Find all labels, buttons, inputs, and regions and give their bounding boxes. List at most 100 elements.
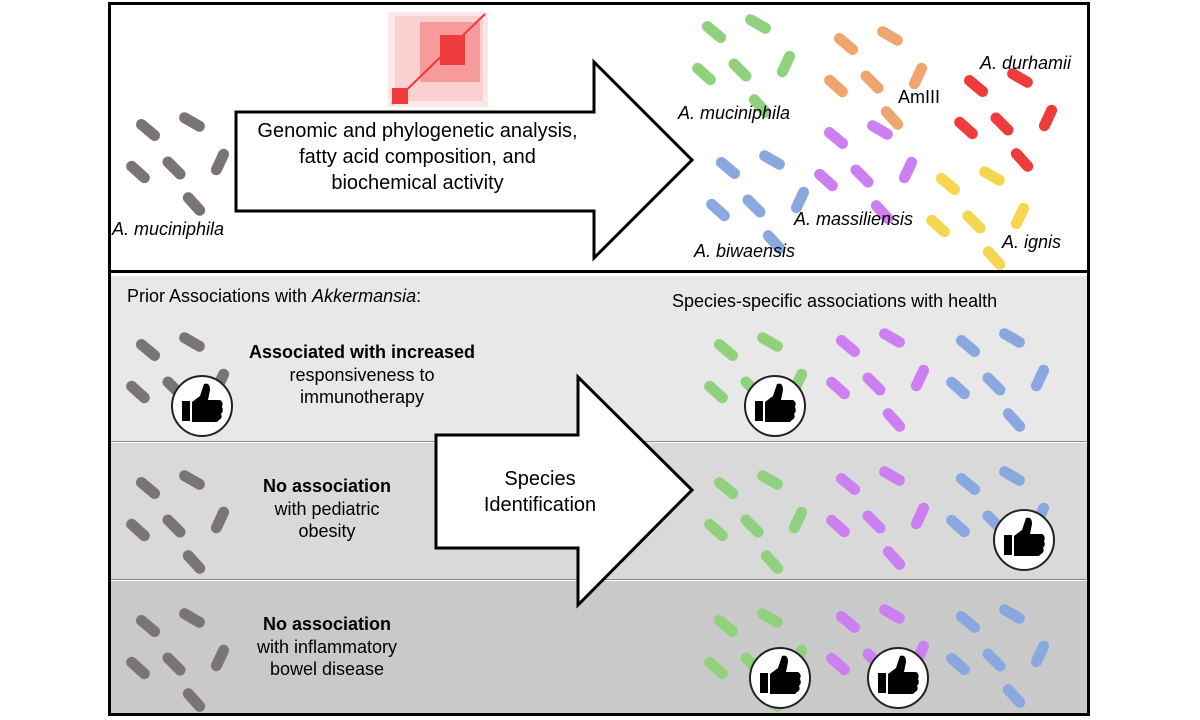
- bacterium-rod: [713, 615, 739, 637]
- bacterium-rod: [728, 58, 752, 82]
- row-bold-line: Associated with increased: [248, 342, 476, 362]
- bacterium-rod: [982, 246, 1006, 270]
- bacterium-rod: [210, 644, 230, 672]
- bacterium-rod: [713, 477, 739, 499]
- bacteria-cluster-icon: [814, 120, 918, 224]
- bacterium-rod: [182, 192, 206, 216]
- bacterium-rod: [757, 332, 783, 352]
- panel-divider: [111, 270, 1087, 273]
- heatmap-icon: [388, 12, 488, 107]
- bacterium-rod: [826, 376, 850, 400]
- bacterium-rod: [1007, 68, 1033, 88]
- row-bold-line: No association: [262, 476, 392, 496]
- species-label-muciniphila: A. muciniphila: [678, 103, 791, 123]
- bacteria-cluster-icon: [826, 328, 930, 432]
- bacterium-rod: [179, 332, 205, 352]
- species-label-biwaensis: A. biwaensis: [694, 241, 796, 261]
- bacterium-rod: [790, 186, 810, 214]
- bacterium-rod: [1002, 408, 1026, 432]
- bacteria-cluster-icon: [126, 608, 230, 712]
- bacterium-rod: [999, 466, 1025, 486]
- bacterium-rod: [1030, 364, 1050, 392]
- analysis-arrow-text: Genomic and phylogenetic analysis, fatty…: [240, 118, 595, 196]
- species-label-amiii: AmIII: [898, 87, 941, 107]
- bacterium-rod: [126, 656, 150, 680]
- thumbs-up-icon: [749, 647, 811, 709]
- bacteria-cluster-icon: [706, 150, 810, 254]
- bacterium-rod: [135, 119, 161, 141]
- bacterium-rod: [776, 50, 796, 78]
- bacterium-rod: [1030, 640, 1050, 668]
- bacteria-cluster-icon: [126, 470, 230, 574]
- bacterium-rod: [1038, 104, 1058, 132]
- bacterium-rod: [740, 514, 764, 538]
- bacterium-rod: [126, 380, 150, 404]
- bacteria-cluster-icon: [824, 26, 928, 130]
- bacterium-rod: [704, 656, 728, 680]
- bacterium-rod: [715, 157, 741, 179]
- bacteria-cluster-icon: [826, 466, 930, 570]
- arrow-text-line: biochemical activity: [331, 172, 504, 194]
- bacterium-rod: [824, 74, 848, 98]
- bacterium-rod: [826, 652, 850, 676]
- bacterium-rod: [182, 688, 206, 712]
- row-line: bowel disease: [269, 659, 385, 679]
- bacterium-rod: [745, 14, 771, 34]
- bacterium-rod: [880, 106, 904, 130]
- bacterium-rod: [862, 510, 886, 534]
- bacterium-rod: [742, 194, 766, 218]
- bacterium-rod: [990, 112, 1014, 136]
- species-identification-text: Species Identification: [440, 466, 640, 518]
- row-bold-line: No association: [262, 614, 392, 634]
- bacterium-rod: [879, 604, 905, 624]
- bacterium-rod: [762, 230, 786, 254]
- bacterium-rod: [946, 652, 970, 676]
- bacterium-rod: [835, 473, 861, 495]
- bacterium-rod: [135, 477, 161, 499]
- bacterium-rod: [999, 328, 1025, 348]
- species-specific-header: Species-specific associations with healt…: [672, 291, 998, 311]
- right-arrow-icon: [234, 58, 695, 262]
- bacterium-rod: [963, 75, 989, 97]
- row-line: with inflammatory: [256, 636, 398, 657]
- bacterium-rod: [1010, 148, 1034, 172]
- bacteria-cluster-icon: [946, 604, 1050, 708]
- bacterium-rod: [962, 210, 986, 234]
- bacterium-rod: [823, 127, 849, 149]
- bacterium-rod: [955, 473, 981, 495]
- bacterium-rod: [179, 112, 205, 132]
- bacterium-rod: [126, 160, 150, 184]
- bacterium-rod: [870, 200, 894, 224]
- bacterium-rod: [701, 21, 727, 43]
- right-arrow-icon: [434, 373, 695, 609]
- row-line: responsiveness to: [289, 364, 435, 385]
- header-suffix: :: [416, 286, 422, 306]
- arrow-text-line: Species: [504, 468, 576, 490]
- thumbs-up-icon: [744, 375, 806, 437]
- bacterium-rod: [833, 33, 859, 55]
- bacterium-rod: [182, 550, 206, 574]
- header-prefix: Prior Associations with: [127, 286, 313, 306]
- bacterium-rod: [713, 339, 739, 361]
- bacterium-rod: [135, 615, 161, 637]
- bacteria-cluster-icon: [926, 166, 1030, 270]
- bacterium-rod: [946, 376, 970, 400]
- row-text-ibd: No association with inflammatory bowel d…: [212, 613, 442, 681]
- bacterium-rod: [704, 518, 728, 542]
- thumbs-up-icon: [171, 375, 233, 437]
- bacterium-rod: [162, 652, 186, 676]
- arrow-text-line: Genomic and phylogenetic analysis,: [257, 120, 578, 142]
- prior-associations-header: Prior Associations with Akkermansia:: [127, 285, 421, 308]
- bacterium-rod: [210, 148, 230, 176]
- bacteria-cluster-icon: [704, 470, 808, 574]
- bacterium-rod: [979, 166, 1005, 186]
- bacterium-rod: [879, 328, 905, 348]
- bacterium-rod: [908, 62, 928, 90]
- species-label-massiliensis: A. massiliensis: [794, 209, 914, 229]
- bacterium-rod: [757, 470, 783, 490]
- arrow-text-line: Identification: [483, 494, 597, 516]
- row-text-pediatric-obesity: No association with pediatric obesity: [212, 475, 442, 543]
- row-line: obesity: [298, 521, 356, 541]
- row-line: with pediatric: [274, 498, 380, 519]
